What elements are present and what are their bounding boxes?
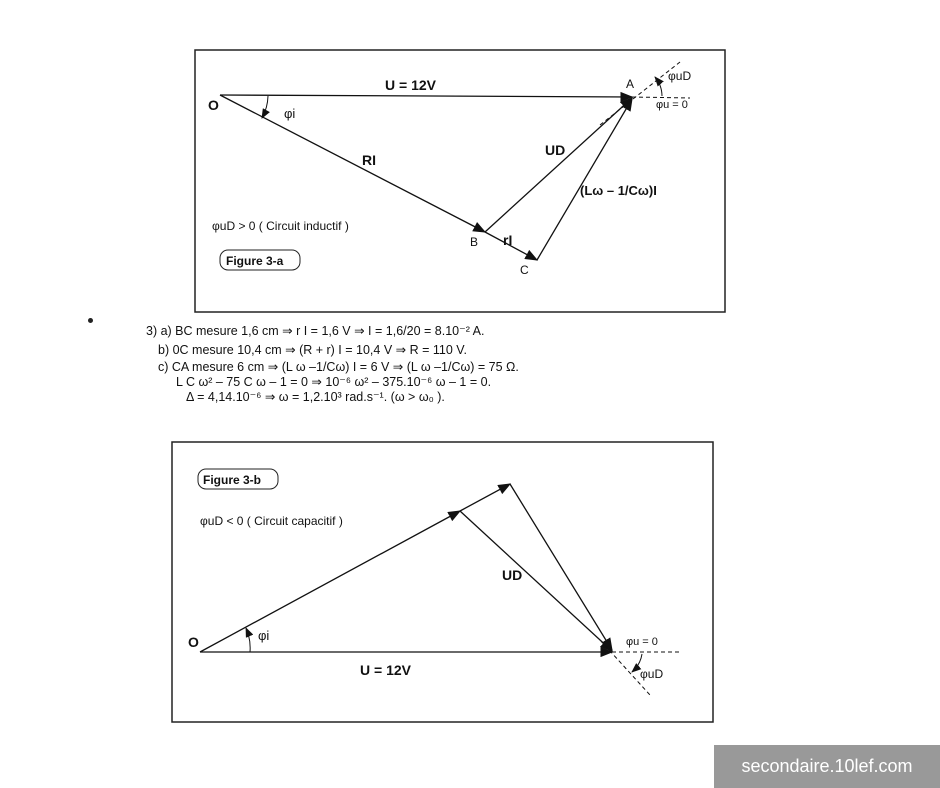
label-U: U = 12V bbox=[385, 77, 437, 93]
point-O: O bbox=[188, 634, 199, 650]
figure-3a: O A B C U = 12V φi RI UD rI (Lω – 1/Cω)I… bbox=[194, 49, 726, 313]
label-RI: RI bbox=[362, 152, 376, 168]
point-O: O bbox=[208, 97, 219, 113]
dashed-UD-axis bbox=[599, 61, 681, 126]
label-UD: UD bbox=[545, 142, 565, 158]
point-A: A bbox=[626, 77, 634, 91]
vector-UD bbox=[459, 510, 613, 652]
angle-arc-phi-i bbox=[245, 627, 254, 653]
label-U: U = 12V bbox=[360, 662, 412, 678]
watermark: secondaire.10lef.com bbox=[714, 745, 940, 788]
label-UD: UD bbox=[502, 567, 522, 583]
vector-LC bbox=[509, 483, 613, 652]
solution-c3: Δ = 4,14.10⁻⁶ ⇒ ω = 1,2.10³ rad.s⁻¹. (ω … bbox=[186, 390, 445, 404]
angle-arc-phi-uD bbox=[654, 76, 664, 97]
vector-RI bbox=[219, 94, 487, 233]
vector-LC bbox=[536, 97, 633, 261]
label-rI: rI bbox=[503, 232, 512, 248]
label-phi-i: φi bbox=[258, 628, 269, 643]
figure-label-box bbox=[219, 249, 301, 271]
point-B: B bbox=[470, 235, 478, 249]
bullet-dot bbox=[88, 318, 93, 323]
solution-c: c) CA mesure 6 cm ⇒ (L ω –1/Cω) I = 6 V … bbox=[158, 360, 519, 374]
label-phi-uD: φuD bbox=[640, 667, 663, 681]
label-phi-uD: φuD bbox=[668, 69, 691, 83]
figure-label-box bbox=[197, 468, 279, 490]
label-LC: (Lω – 1/Cω)I bbox=[580, 183, 657, 198]
figure-3b: Figure 3-b φuD < 0 ( Circuit capacitif )… bbox=[171, 441, 714, 723]
point-C: C bbox=[520, 263, 529, 277]
note-inductive: φuD > 0 ( Circuit inductif ) bbox=[212, 219, 349, 233]
dashed-UD-axis bbox=[599, 639, 651, 696]
note-capacitive: φuD < 0 ( Circuit capacitif ) bbox=[200, 514, 343, 528]
angle-arc-phi-i bbox=[261, 95, 270, 119]
angle-arc-phi-uD bbox=[631, 653, 643, 673]
solution-text: 3) a) BC mesure 1,6 cm ⇒ r I = 1,6 V ⇒ I… bbox=[146, 322, 519, 405]
label-phi-i: φi bbox=[284, 106, 295, 121]
label-phi-u: φu = 0 bbox=[626, 636, 658, 648]
vector-UD bbox=[484, 97, 633, 233]
vector-RI bbox=[199, 510, 462, 653]
solution-c2: L C ω² – 75 C ω – 1 = 0 ⇒ 10⁻⁶ ω² – 375.… bbox=[176, 375, 492, 389]
figure-3a-label: Figure 3-a bbox=[226, 254, 284, 268]
vector-U bbox=[219, 91, 634, 103]
dashed-U-axis bbox=[631, 96, 691, 99]
solution-b: b) 0C mesure 10,4 cm ⇒ (R + r) I = 10,4 … bbox=[158, 343, 467, 357]
vector-rI bbox=[484, 231, 539, 261]
figure-3b-label: Figure 3-b bbox=[203, 473, 261, 487]
solution-a: 3) a) BC mesure 1,6 cm ⇒ r I = 1,6 V ⇒ I… bbox=[146, 324, 485, 338]
vector-rI bbox=[459, 483, 512, 512]
label-phi-u: φu = 0 bbox=[656, 99, 688, 111]
